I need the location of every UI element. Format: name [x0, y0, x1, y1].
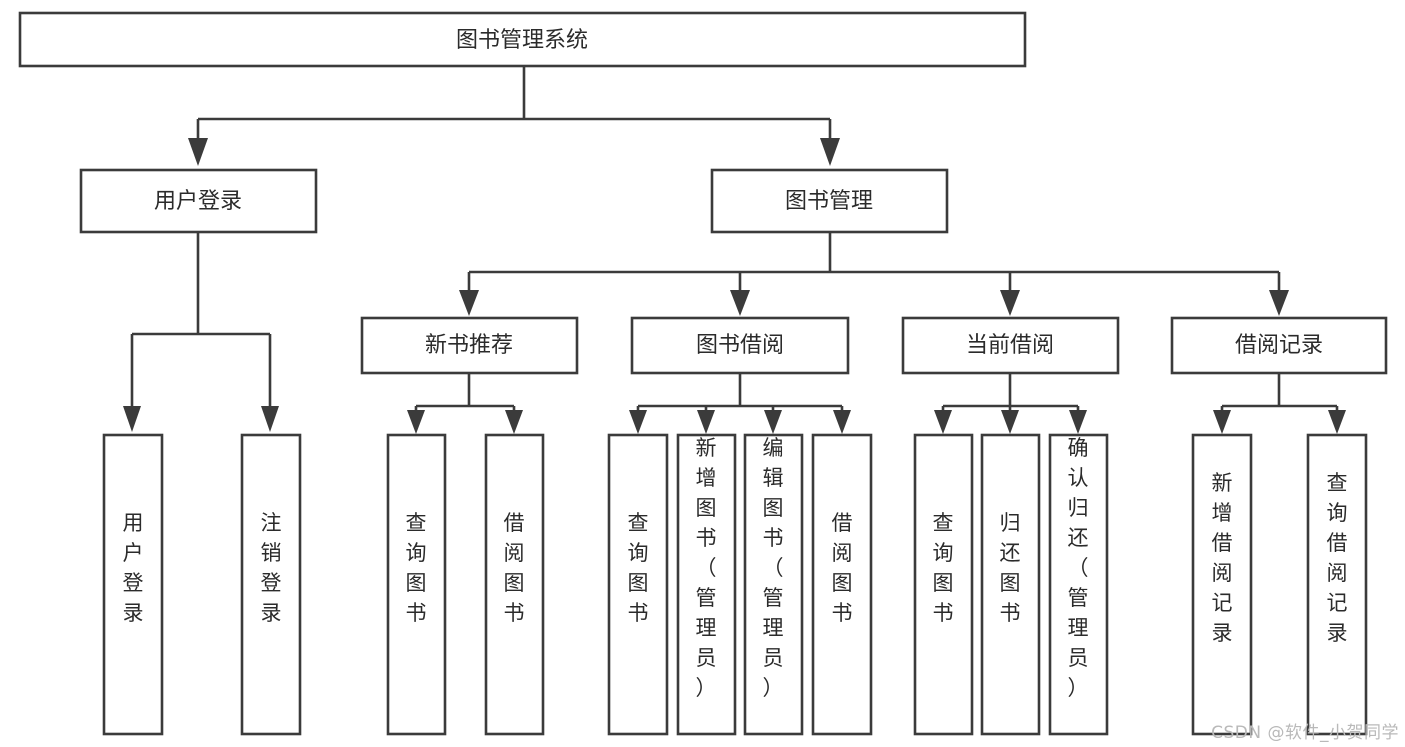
- leaf-node-borrow-book-1[interactable]: 借阅图书: [484, 433, 545, 736]
- leaf-node-add-book[interactable]: 新增图书（管理员）: [676, 433, 737, 736]
- node-title[interactable]: 图书管理系统: [18, 11, 1027, 68]
- leaf-node-confirm-return[interactable]: 确认归还（管理员）: [1048, 433, 1109, 736]
- leaf-return-book-box[interactable]: [980, 433, 1041, 736]
- arrow-head-nbr-leaf-0: [407, 410, 425, 434]
- leaf-query-book-3-box[interactable]: [913, 433, 974, 736]
- connector-group-book-management: [459, 232, 1289, 316]
- leaf-node-query-book-3[interactable]: 查询图书: [913, 433, 974, 736]
- node-book-management-label: 图书管理: [785, 189, 873, 214]
- connector-group-current-borrow: [934, 373, 1087, 434]
- leaf-node-add-record[interactable]: 新增借阅记录: [1191, 433, 1253, 736]
- node-title-box[interactable]: [18, 11, 1027, 68]
- arrow-head-root-to-book-management: [820, 138, 840, 166]
- node-book-borrow-label: 图书借阅: [696, 333, 784, 358]
- leaf-node-edit-book[interactable]: 编辑图书（管理员）: [743, 433, 804, 736]
- leaf-borrow-book-1-label: 借阅图书: [504, 511, 525, 625]
- connector-group-book-borrow: [629, 373, 851, 434]
- node-current-borrow-label: 当前借阅: [966, 333, 1054, 358]
- leaf-user-login-box[interactable]: [102, 433, 164, 736]
- arrow-head-bm-to-borrow-record: [1269, 290, 1289, 316]
- node-current-borrow-box[interactable]: [901, 316, 1120, 375]
- leaf-confirm-return-box[interactable]: [1048, 433, 1109, 736]
- leaf-node-logout-login[interactable]: 注销登录: [240, 433, 302, 736]
- node-user-login-label: 用户登录: [154, 189, 242, 214]
- leaf-edit-book-label: 编辑图书（管理员）: [763, 436, 784, 700]
- node-book-management-box[interactable]: [710, 168, 949, 234]
- connector-group-new-book-recommend: [407, 373, 523, 434]
- arrow-head-bb-leaf-3: [833, 410, 851, 434]
- leaf-query-record-box[interactable]: [1306, 433, 1368, 736]
- arrow-head-br-leaf-1: [1328, 410, 1346, 434]
- arrow-head-bm-to-current-borrow: [1000, 290, 1020, 316]
- leaf-logout-login-label: 注销登录: [261, 511, 282, 625]
- arrow-head-bb-leaf-2: [764, 410, 782, 434]
- arrow-head-bm-to-new-book-recommend: [459, 290, 479, 316]
- leaf-confirm-return-label: 确认归还（管理员）: [1068, 436, 1089, 700]
- node-book-borrow[interactable]: 图书借阅: [630, 316, 850, 375]
- leaf-add-record-box[interactable]: [1191, 433, 1253, 736]
- node-borrow-record-box[interactable]: [1170, 316, 1388, 375]
- leaf-borrow-book-2-box[interactable]: [811, 433, 873, 736]
- node-user-login[interactable]: 用户登录: [79, 168, 318, 234]
- connector-group-root: [188, 66, 840, 166]
- arrow-head-bb-leaf-0: [629, 410, 647, 434]
- leaf-node-query-book-1[interactable]: 查询图书: [386, 433, 447, 736]
- connector-group-user-login: [123, 232, 279, 432]
- node-new-book-recommend-label: 新书推荐: [425, 333, 513, 358]
- leaf-node-query-record[interactable]: 查询借阅记录: [1306, 433, 1368, 736]
- leaf-query-book-2-label: 查询图书: [628, 511, 649, 625]
- arrow-head-br-leaf-0: [1213, 410, 1231, 434]
- arrow-head-bb-leaf-1: [697, 410, 715, 434]
- arrow-head-user-login-leaf-0: [123, 406, 141, 432]
- leaf-node-user-login[interactable]: 用户登录: [102, 433, 164, 736]
- leaf-node-query-book-2[interactable]: 查询图书: [607, 433, 669, 736]
- leaf-query-book-1-box[interactable]: [386, 433, 447, 736]
- node-new-book-recommend-box[interactable]: [360, 316, 579, 375]
- arrow-head-cb-leaf-1: [1001, 410, 1019, 434]
- node-borrow-record[interactable]: 借阅记录: [1170, 316, 1388, 375]
- leaf-add-record-label: 新增借阅记录: [1212, 471, 1233, 645]
- connector-group-borrow-record: [1213, 373, 1346, 434]
- leaf-query-book-1-label: 查询图书: [406, 511, 427, 625]
- arrow-head-bm-to-book-borrow: [730, 290, 750, 316]
- arrow-head-nbr-leaf-1: [505, 410, 523, 434]
- node-borrow-record-label: 借阅记录: [1235, 333, 1323, 358]
- node-current-borrow[interactable]: 当前借阅: [901, 316, 1120, 375]
- arrow-head-cb-leaf-2: [1069, 410, 1087, 434]
- leaf-node-borrow-book-2[interactable]: 借阅图书: [811, 433, 873, 736]
- arrow-head-cb-leaf-0: [934, 410, 952, 434]
- leaf-logout-login-box[interactable]: [240, 433, 302, 736]
- leaf-return-book-label: 归还图书: [1000, 511, 1021, 625]
- arrow-head-root-to-user-login: [188, 138, 208, 166]
- leaf-node-return-book[interactable]: 归还图书: [980, 433, 1041, 736]
- node-title-label: 图书管理系统: [456, 28, 588, 53]
- node-book-borrow-box[interactable]: [630, 316, 850, 375]
- leaf-query-record-label: 查询借阅记录: [1327, 471, 1348, 645]
- node-new-book-recommend[interactable]: 新书推荐: [360, 316, 579, 375]
- leaf-query-book-2-box[interactable]: [607, 433, 669, 736]
- node-book-management[interactable]: 图书管理: [710, 168, 949, 234]
- leaf-query-book-3-label: 查询图书: [933, 511, 954, 625]
- leaf-edit-book-box[interactable]: [743, 433, 804, 736]
- leaf-borrow-book-1-box[interactable]: [484, 433, 545, 736]
- arrow-head-user-login-leaf-1: [261, 406, 279, 432]
- leaf-add-book-box[interactable]: [676, 433, 737, 736]
- node-user-login-box[interactable]: [79, 168, 318, 234]
- leaf-add-book-label: 新增图书（管理员）: [696, 436, 717, 700]
- watermark-csdn: CSDN @软件_小贺同学: [1211, 723, 1399, 743]
- leaf-user-login-label: 用户登录: [123, 511, 144, 625]
- leaf-borrow-book-2-label: 借阅图书: [832, 511, 853, 625]
